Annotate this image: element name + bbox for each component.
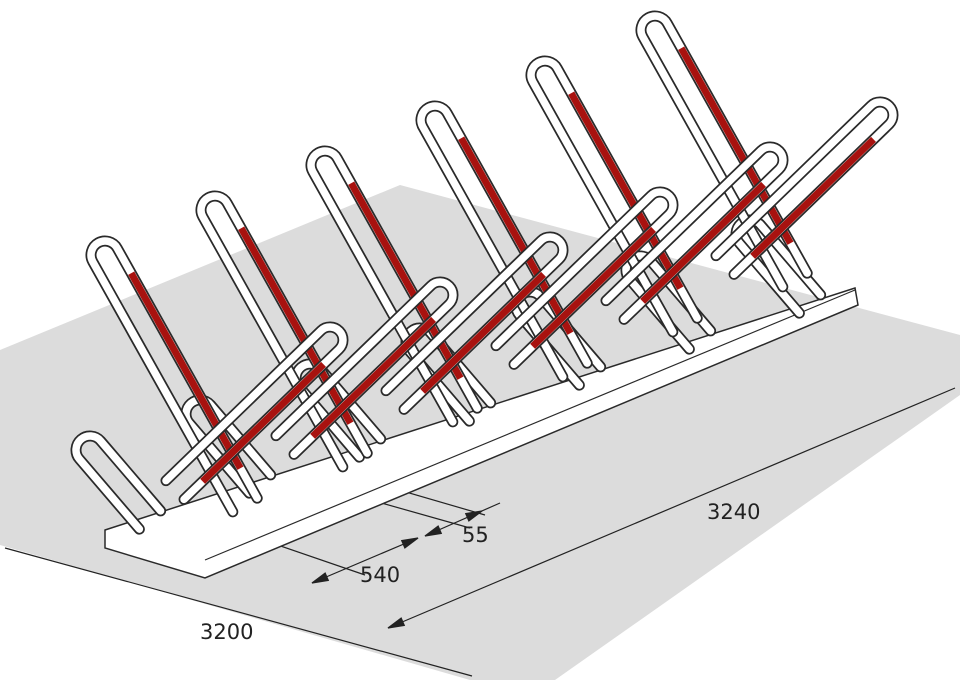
dim-line-3200 (4, 547, 473, 677)
tube (72, 432, 165, 533)
red-stripe (458, 136, 574, 335)
dimension-lines (4, 387, 956, 677)
upper-bike-loop (635, 10, 813, 293)
red-stripe (238, 226, 354, 425)
lower-bike-loop (710, 96, 899, 280)
base-rail (104, 287, 859, 579)
lower-bike-loop (380, 231, 569, 415)
upper-bike-loop (85, 235, 263, 518)
dim-label-540: 540 (360, 563, 401, 587)
dim-label-3200: 3200 (200, 620, 254, 644)
arrowhead-icon (311, 572, 330, 584)
tube (197, 192, 371, 471)
dim-line-540 (311, 537, 419, 584)
lower-bike-loop (270, 276, 459, 460)
arrowhead-icon (387, 617, 406, 629)
wheel-guide (70, 430, 167, 535)
tube (527, 57, 701, 336)
red-stripe (420, 271, 546, 394)
rack (70, 10, 899, 579)
red-stripe (310, 316, 436, 439)
red-stripe (200, 361, 326, 484)
tube (417, 102, 591, 381)
lower-bike-loop (490, 186, 679, 370)
arrowhead-icon (400, 537, 419, 549)
red-stripe (530, 226, 656, 349)
red-stripe (750, 136, 876, 259)
upper-bike-loop (415, 100, 593, 383)
red-stripe (640, 181, 766, 304)
dim-line-3240 (387, 387, 956, 629)
dim-label-3240: 3240 (707, 500, 761, 524)
tube (492, 188, 677, 369)
arrowhead-icon (424, 525, 443, 537)
base-rail-edge (204, 289, 856, 561)
red-stripe (568, 91, 684, 290)
tube (87, 237, 261, 516)
red-stripe (128, 271, 244, 470)
upper-bike-loop (525, 55, 703, 338)
tube (307, 147, 481, 426)
tube (272, 278, 457, 459)
red-stripe (678, 46, 794, 245)
arrowhead-icon (464, 510, 483, 522)
dim-label-55: 55 (462, 523, 489, 547)
tube (712, 98, 897, 279)
upper-bike-loop (195, 190, 373, 473)
tube (637, 12, 811, 291)
upper-bike-loop (305, 145, 483, 428)
tube (162, 323, 347, 504)
tube (382, 233, 567, 414)
lower-bike-loop (160, 321, 349, 505)
red-stripe (348, 181, 464, 380)
lower-bike-loop (600, 141, 789, 325)
tube (602, 143, 787, 324)
